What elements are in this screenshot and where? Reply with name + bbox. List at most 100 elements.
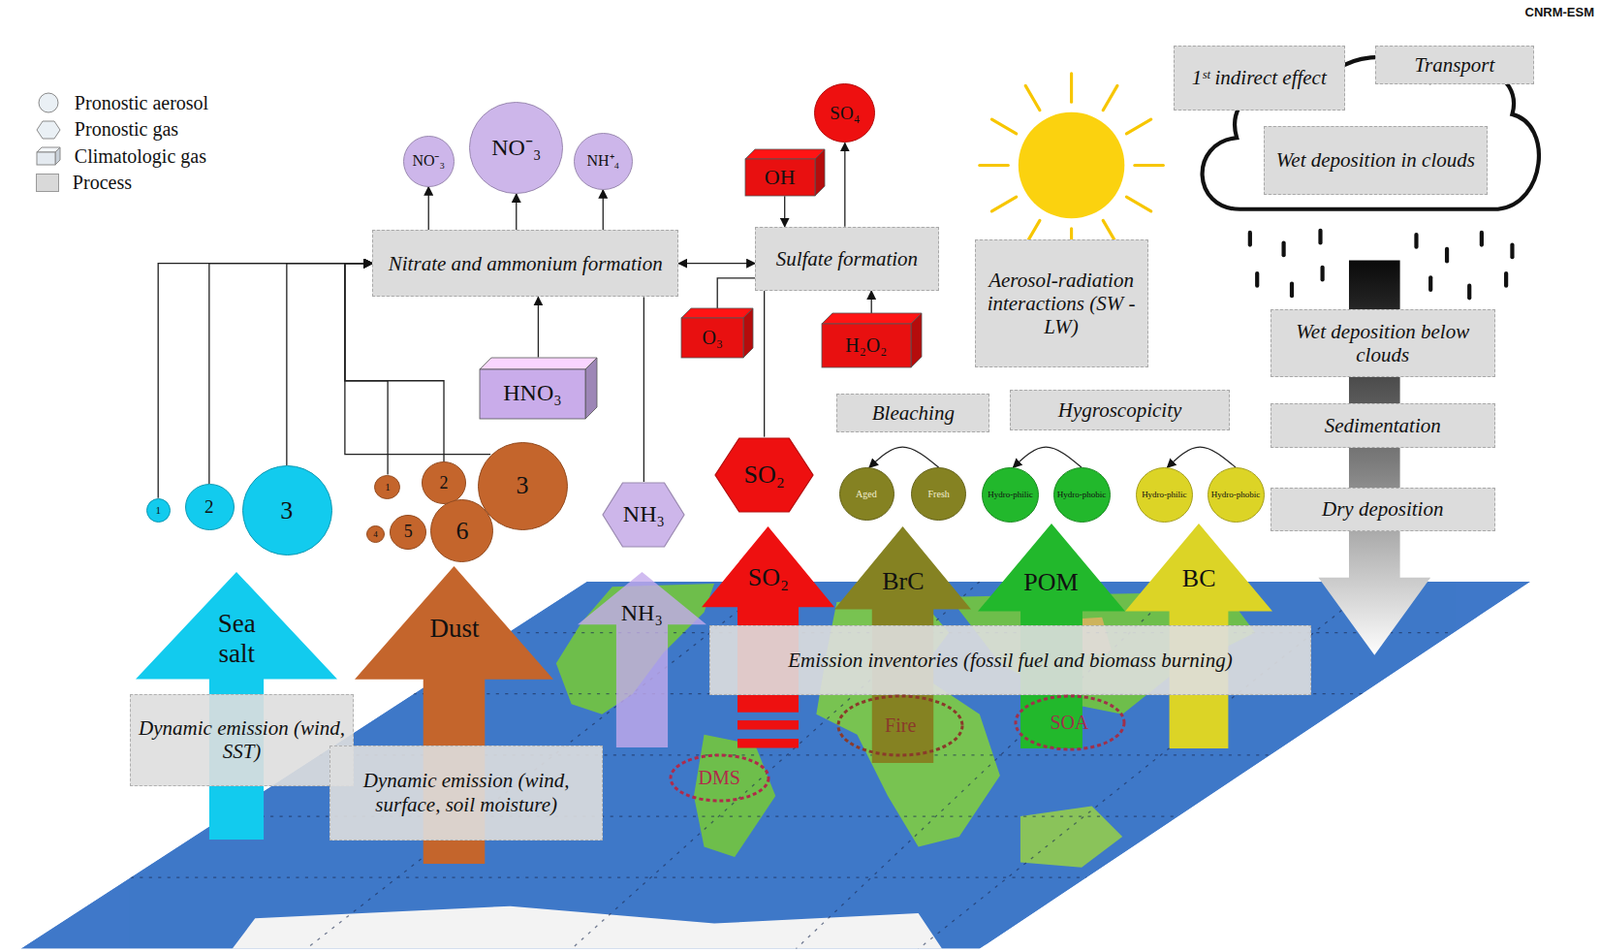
aerosol-circle: Hydro-phobic [1053, 467, 1111, 523]
connector [643, 296, 645, 482]
arrow-bar [737, 720, 799, 729]
sun-ray [1069, 73, 1073, 102]
sun-ray [991, 119, 1016, 134]
cube-front [821, 323, 911, 368]
node-label: SO₂ [701, 563, 835, 593]
legend-item: Climatologic gas [35, 142, 209, 169]
aerosol-circle: 6 [430, 499, 494, 563]
node-label: OH [745, 164, 816, 189]
grid-line [306, 581, 776, 949]
arrow-bar [737, 738, 799, 748]
aerosol-circle: 3 [477, 441, 568, 531]
node-label: 3 [478, 470, 567, 501]
cube-top [479, 357, 597, 370]
node-label: Hydro-philic [1136, 489, 1193, 500]
ice [224, 906, 950, 952]
gas-cube: HNO₃ [479, 357, 597, 419]
legend-symbol [35, 145, 62, 167]
rain-drop [1413, 234, 1418, 248]
dotted-ellipse [838, 695, 963, 755]
node-label: H₂O₂ [821, 334, 911, 357]
legend-label: Climatologic gas [74, 145, 207, 168]
node-label: Nitrate and ammonium formation [380, 251, 670, 276]
emission-box: Dynamic emission (wind, surface, soil mo… [329, 745, 603, 841]
hexagon-shape [602, 482, 685, 547]
world-map [20, 581, 1531, 952]
rain-drop [1319, 267, 1324, 281]
node-label: 2 [422, 472, 466, 494]
aerosol-circle: NO⁻₃ [469, 101, 564, 194]
circle-shape [573, 132, 632, 189]
circle-shape [242, 466, 332, 556]
process-box: 1ˢᵗ indirect effect [1173, 45, 1346, 110]
gas-hexagon: SO₂ [714, 437, 815, 513]
sun [979, 73, 1164, 255]
node-label: Aged [840, 488, 894, 501]
connector [209, 263, 373, 484]
rain-drop [1428, 277, 1433, 290]
aerosol-circle: 2 [185, 483, 235, 531]
cube-side [743, 308, 753, 358]
circle-shape [470, 102, 564, 194]
aerosol-circle: NO⁻₃ [403, 135, 455, 188]
connector [537, 296, 539, 357]
node-label: Fresh [911, 488, 966, 501]
aerosol-circle: 2 [421, 461, 467, 504]
node-label: 1ˢᵗ indirect effect [1182, 65, 1337, 90]
sun-ray [1134, 163, 1163, 167]
node-label: BrC [834, 566, 972, 597]
node-label: Wet deposition below clouds [1279, 319, 1487, 367]
node-label: HNO₃ [479, 379, 586, 408]
process-box: Transport [1375, 45, 1534, 85]
rain-drop [1281, 242, 1286, 255]
cube-top [745, 149, 825, 159]
legend-label: Pronostic gas [74, 118, 179, 141]
aerosol-circle: 3 [242, 465, 333, 556]
ocean [20, 581, 1531, 949]
node-label: Emission inventories (fossil fuel and bi… [718, 648, 1303, 672]
node-label: NH⁺₄ [574, 152, 632, 170]
aerosol-circle: Aged [839, 467, 895, 521]
cube-side [815, 149, 825, 196]
gas-cube: O₃ [681, 308, 753, 358]
circle-shape [185, 484, 234, 531]
cube-front [745, 158, 816, 196]
aerosol-circle: Hydro-philic [981, 467, 1039, 523]
cube-front [681, 317, 744, 358]
process-box: Bleaching [836, 393, 990, 433]
connector [869, 446, 940, 468]
node-label: Dust [354, 613, 554, 644]
node-label: Dry deposition [1279, 497, 1487, 521]
circle-shape [839, 468, 894, 521]
aerosol-circle: Hydro-phobic [1207, 467, 1265, 523]
cube-side [910, 313, 922, 368]
legend-cube-front [36, 152, 56, 165]
node-label: Dynamic emission (wind, SST) [138, 716, 346, 763]
legend-label: Pronostic aerosol [74, 92, 209, 115]
connector [717, 278, 755, 309]
sun-disc [1018, 112, 1126, 219]
circle-shape [911, 468, 967, 521]
sun-ray [1126, 119, 1151, 134]
grid-line [130, 877, 1088, 879]
aerosol-circle: NH⁺₄ [573, 132, 633, 190]
connector [784, 195, 785, 227]
legend-item: Pronostic gas [35, 116, 209, 143]
process-box: Nitrate and ammonium formation [372, 229, 679, 297]
circle-shape [146, 498, 170, 522]
circle-shape [367, 526, 385, 543]
sun-ray [1102, 85, 1118, 110]
node-label: O₃ [681, 326, 744, 349]
aerosol-circle: 1 [146, 498, 171, 523]
node-label: 3 [243, 496, 332, 526]
connector [763, 290, 765, 438]
rain-drop [1317, 230, 1322, 244]
circle-shape [421, 461, 466, 503]
sun-ray [991, 196, 1016, 212]
node-label: Hydro-philic [982, 489, 1038, 500]
cube-top [821, 313, 922, 324]
node-label: Wet deposition in clouds [1272, 148, 1480, 172]
node-label: 1 [375, 480, 400, 494]
node-label: SO₂ [715, 460, 814, 490]
emission-box: Dynamic emission (wind, SST) [129, 693, 355, 786]
